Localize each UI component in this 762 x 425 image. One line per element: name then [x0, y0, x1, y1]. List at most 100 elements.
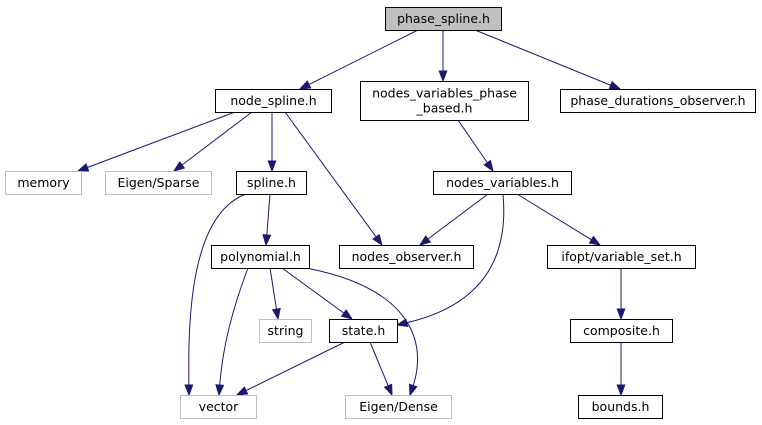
edge-nodes_variables-to-state: [395, 193, 505, 328]
edge-nodes_variables_phase_based-to-nodes_variables: [457, 119, 494, 173]
edge-arrowhead: [438, 70, 448, 83]
node-box: [329, 319, 398, 343]
edge-phase_spline-to-node_spline: [298, 29, 419, 90]
node-label: Eigen/Dense: [359, 399, 438, 414]
node-label: nodes_observer.h: [352, 249, 462, 264]
edge-polynomial-to-state: [281, 267, 354, 320]
node-spline[interactable]: spline.h: [236, 171, 307, 195]
edges-layer: [76, 29, 626, 397]
edge-line: [87, 111, 236, 168]
node-string[interactable]: string: [259, 319, 312, 343]
node-eigen-dense[interactable]: Eigen/Dense: [345, 395, 452, 419]
edge-line: [457, 119, 488, 164]
edge-line: [406, 193, 505, 324]
edge-arrowhead: [409, 383, 418, 397]
edge-arrowhead: [215, 384, 225, 397]
node-label: memory: [17, 175, 70, 190]
edge-arrowhead: [298, 80, 312, 90]
node-box: [433, 171, 572, 195]
edge-arrowhead: [235, 386, 249, 396]
node-box: [211, 245, 310, 269]
edge-line: [269, 267, 277, 310]
edge-arrowhead: [267, 160, 277, 173]
node-box: [180, 395, 257, 419]
node-label: bounds.h: [592, 399, 650, 414]
node-label: polynomial.h: [220, 249, 301, 264]
node-box: [385, 7, 502, 31]
node-phase-durations-observer[interactable]: phase_durations_observer.h: [560, 89, 756, 113]
edge-arrowhead: [483, 159, 494, 173]
edge-spline-to-polynomial: [262, 193, 272, 247]
node-ifopt-variable-set[interactable]: ifopt/variable_set.h: [547, 245, 696, 269]
node-phase-spline[interactable]: phase_spline.h: [385, 7, 502, 31]
node-label: spline.h: [247, 175, 296, 190]
node-vector[interactable]: vector: [180, 395, 257, 419]
node-label: composite.h: [583, 323, 660, 338]
node-label: Eigen/Sparse: [117, 175, 199, 190]
edge-arrowhead: [172, 161, 186, 172]
edge-node_spline-to-nodes_observer: [284, 111, 383, 247]
edge-polynomial-to-eigen_dense: [305, 267, 419, 397]
node-label: ifopt/variable_set.h: [561, 249, 681, 264]
edge-arrowhead: [395, 318, 409, 328]
node-label: nodes_variables.h: [446, 175, 559, 190]
edge-phase_spline-to-phase_durations_observer: [474, 29, 622, 90]
node-box: [360, 81, 529, 121]
node-eigen-sparse[interactable]: Eigen/Sparse: [105, 171, 212, 195]
edge-arrowhead: [616, 384, 626, 397]
edge-line: [266, 193, 271, 236]
edge-nodes_variables-to-ifopt_variable_set: [516, 193, 602, 246]
edge-arrowhead: [608, 80, 622, 90]
node-nodes-variables-phase-based[interactable]: nodes_variables_phase_based.h: [360, 81, 529, 121]
edge-line: [188, 193, 247, 386]
node-label: string: [268, 323, 304, 338]
node-state[interactable]: state.h: [329, 319, 398, 343]
node-box: [105, 171, 212, 195]
node-label: nodes_variables_phase: [372, 86, 517, 101]
edge-line: [308, 29, 419, 85]
edge-phase_spline-to-nodes_variables_phase_based: [438, 30, 448, 83]
edge-line: [219, 267, 249, 386]
edge-arrowhead: [271, 307, 281, 321]
node-box: [345, 395, 452, 419]
node-box: [215, 89, 332, 113]
node-label: _based.h: [416, 101, 473, 116]
node-label: phase_durations_observer.h: [570, 93, 745, 108]
edge-state-to-eigen_dense: [369, 341, 393, 397]
edge-composite-to-bounds: [616, 342, 626, 397]
node-box: [259, 319, 312, 343]
edge-arrowhead: [418, 235, 432, 246]
node-memory[interactable]: memory: [5, 171, 82, 195]
node-box: [236, 171, 307, 195]
edge-line: [427, 193, 489, 240]
node-polynomial[interactable]: polynomial.h: [211, 245, 310, 269]
edge-line: [305, 267, 419, 386]
edge-line: [474, 29, 611, 86]
node-box: [578, 395, 663, 419]
edge-arrowhead: [340, 309, 354, 320]
edge-arrowhead: [588, 235, 602, 246]
edge-arrowhead: [76, 163, 90, 172]
edge-ifopt_variable_set-to-composite: [616, 268, 626, 321]
edge-polynomial-to-string: [269, 267, 281, 321]
node-label: phase_spline.h: [397, 11, 490, 26]
node-nodes-observer[interactable]: nodes_observer.h: [339, 245, 474, 269]
node-nodes-variables[interactable]: nodes_variables.h: [433, 171, 572, 195]
nodes-layer: phase_spline.h node_spline.h nodes_variabl…: [5, 7, 756, 419]
edge-arrowhead: [184, 384, 194, 397]
edge-line: [369, 341, 389, 386]
node-node-spline[interactable]: node_spline.h: [215, 89, 332, 113]
node-label: state.h: [342, 323, 386, 338]
node-label: node_spline.h: [230, 93, 316, 108]
node-box: [339, 245, 474, 269]
node-bounds[interactable]: bounds.h: [578, 395, 663, 419]
edge-node_spline-to-eigen_sparse: [172, 111, 253, 172]
node-box: [547, 245, 696, 269]
node-composite[interactable]: composite.h: [570, 319, 673, 343]
edge-line: [516, 193, 592, 241]
edge-node_spline-to-memory: [76, 111, 236, 172]
edge-arrowhead: [372, 233, 383, 247]
node-box: [560, 89, 756, 113]
edge-polynomial-to-vector: [215, 267, 249, 397]
